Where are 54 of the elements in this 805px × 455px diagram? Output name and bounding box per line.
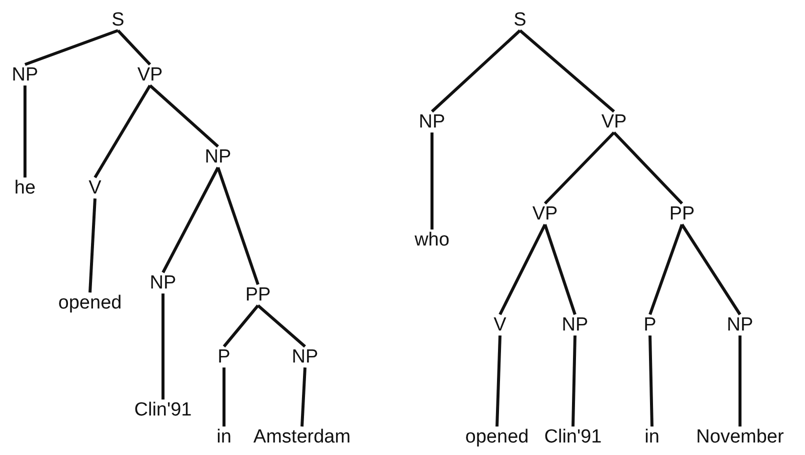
tree-branch [149, 84, 219, 148]
category-label: VP [531, 204, 559, 224]
tree-branch [680, 224, 742, 316]
tree-branch [216, 167, 260, 285]
tree-branch [24, 29, 119, 66]
word-label: he [13, 178, 37, 198]
tree-branch [88, 198, 96, 293]
word-label: who [414, 230, 450, 250]
tree-branch [222, 304, 260, 348]
category-label: P [642, 314, 658, 336]
category-label: VP [136, 64, 164, 86]
word-label: Clin'91 [543, 426, 603, 448]
word-label: in [216, 426, 232, 448]
category-label: NP [726, 314, 754, 336]
category-label: NP [204, 146, 232, 168]
word-label: opened [464, 426, 530, 448]
category-label: PP [668, 204, 696, 224]
word-label: opened [57, 292, 123, 314]
category-label: S [512, 10, 528, 30]
category-label: S [110, 10, 126, 30]
tree-branch [162, 166, 220, 274]
tree-branch [612, 131, 684, 205]
category-label: VP [600, 112, 628, 132]
tree-branch [498, 224, 546, 316]
category-label: NP [10, 64, 40, 86]
category-label: PP [244, 284, 272, 306]
tree-branch [648, 224, 684, 315]
tree-branch [496, 335, 502, 427]
tree-branch [519, 29, 615, 113]
tree-branch [544, 131, 616, 205]
tree-branch [544, 224, 576, 315]
tree-branch [300, 367, 306, 427]
tree-branch [257, 304, 306, 348]
word-label: Clin'91 [133, 400, 193, 420]
tree-branch [94, 84, 152, 178]
tree-branch [430, 29, 522, 113]
tree-branch [738, 336, 742, 426]
category-label: NP [560, 314, 590, 336]
word-label: in [644, 426, 660, 448]
tree-branch [222, 368, 226, 426]
category-label: V [88, 178, 102, 198]
category-label: V [492, 314, 508, 336]
category-label: P [216, 346, 232, 368]
tree-branch [648, 335, 654, 427]
word-label: Amsterdam [252, 426, 352, 448]
tree-branch [430, 132, 434, 230]
category-label: NP [290, 346, 320, 368]
tree-branch [572, 335, 576, 427]
category-label: NP [148, 272, 178, 294]
category-label: NP [418, 112, 446, 132]
word-label: November [695, 426, 785, 448]
tree-branch [116, 29, 152, 66]
tree-branch [162, 294, 164, 400]
tree-branch [24, 86, 26, 178]
